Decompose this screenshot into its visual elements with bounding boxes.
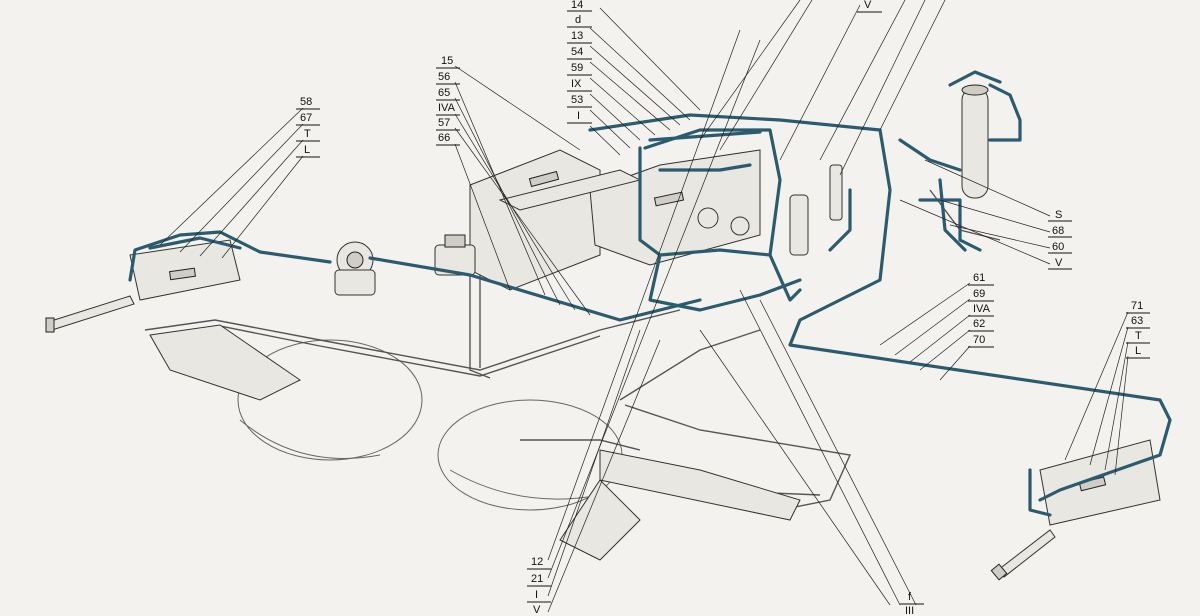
svg-text:57: 57 [438,117,450,129]
svg-text:14: 14 [571,0,583,11]
svg-text:15: 15 [441,55,453,67]
svg-text:59: 59 [571,62,583,74]
svg-text:63: 63 [1131,315,1143,327]
svg-text:61: 61 [973,272,985,284]
svg-text:IVA: IVA [973,303,991,315]
svg-text:66: 66 [438,132,450,144]
distributor-unit [697,164,843,256]
svg-text:f: f [908,591,912,603]
left-wheel-disc [237,339,423,461]
svg-text:V: V [533,604,541,616]
labels-upper-mid: 15 56 65 IVA 57 66 [436,55,460,146]
labels-top-center-right: V [857,0,882,13]
svg-text:13: 13 [571,30,583,42]
svg-text:65: 65 [438,87,450,99]
labels-right-upper: S 68 60 V [1048,209,1072,270]
svg-text:60: 60 [1052,241,1064,253]
svg-text:21: 21 [531,573,543,585]
frame-members [129,149,1161,526]
pump-unit-left [334,241,376,296]
reservoir-cylinder [961,84,989,199]
svg-text:T: T [304,128,311,140]
svg-text:62: 62 [973,318,985,330]
svg-text:58: 58 [300,96,312,108]
svg-text:56: 56 [438,71,450,83]
svg-text:71: 71 [1131,300,1143,312]
svg-text:L: L [304,144,310,156]
labels-bottom-right: f III [900,591,924,616]
svg-text:I: I [577,110,580,122]
axle-shafts [45,295,1056,581]
labels-top-center: 14 d 13 54 59 IX 53 I [567,0,592,124]
svg-text:IX: IX [571,78,582,90]
svg-text:67: 67 [300,112,312,124]
svg-text:53: 53 [571,94,583,106]
svg-text:68: 68 [1052,225,1064,237]
labels-right-mid: 61 69 IVA 62 70 [968,272,994,348]
svg-text:T: T [1135,330,1142,342]
svg-text:V: V [1055,257,1063,269]
svg-text:d: d [575,14,581,26]
labels-bottom-center: 12 21 I V [527,556,551,616]
svg-text:69: 69 [973,288,985,300]
svg-text:54: 54 [571,46,583,58]
leader-lines [159,0,1129,613]
svg-text:III: III [905,605,914,616]
valve-unit [434,234,476,276]
svg-text:IVA: IVA [438,102,456,114]
svg-text:I: I [535,589,538,601]
svg-text:70: 70 [973,334,985,346]
svg-text:L: L [1135,345,1141,357]
labels-left: 58 67 T L [296,96,320,158]
labels-right-far: 71 63 T L [1126,300,1150,359]
svg-text:S: S [1055,209,1062,221]
brake-pipes [128,70,1172,517]
svg-text:12: 12 [531,556,543,568]
svg-text:V: V [864,0,872,11]
